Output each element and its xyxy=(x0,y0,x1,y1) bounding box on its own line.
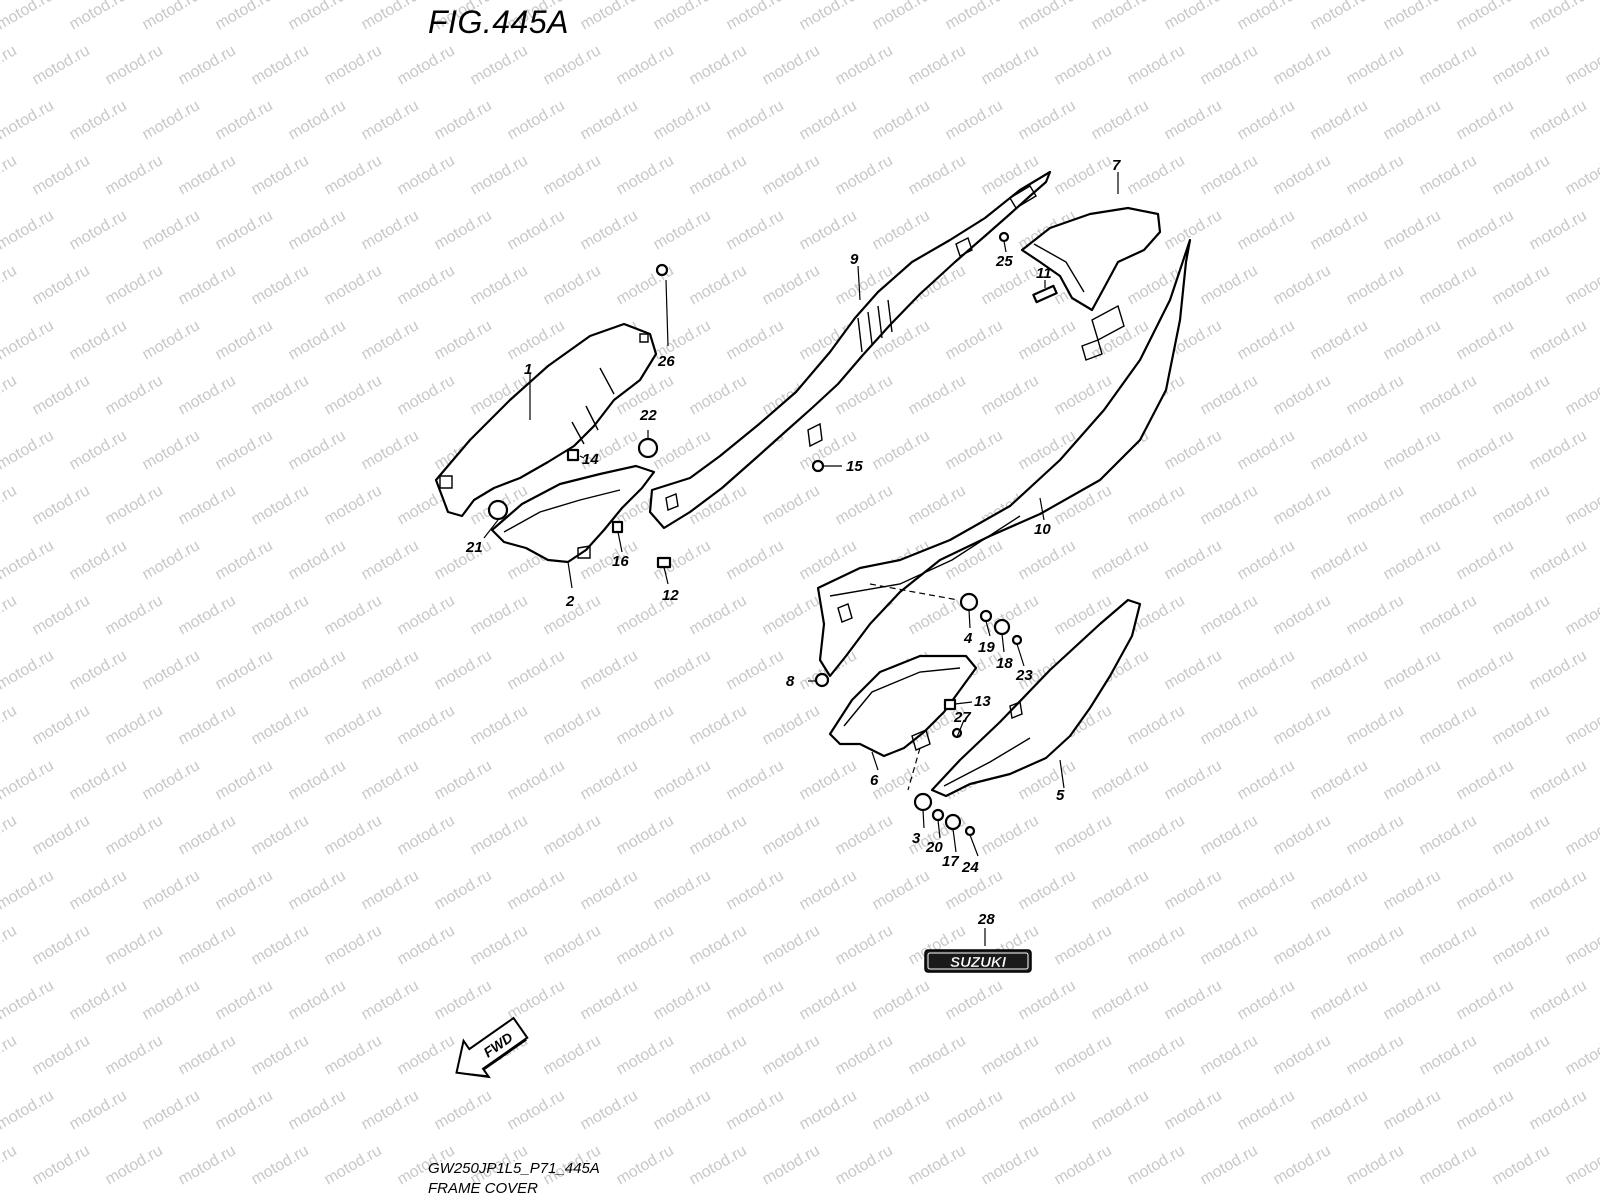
grommet-22[interactable] xyxy=(637,437,659,459)
washer-18[interactable] xyxy=(993,618,1011,636)
screw-25[interactable] xyxy=(998,231,1010,243)
part-28-emblem[interactable]: SUZUKI xyxy=(924,949,1032,973)
callout-8[interactable]: 8 xyxy=(786,673,795,690)
collar-20[interactable] xyxy=(931,808,945,822)
part-10-side-rail[interactable] xyxy=(816,238,1192,678)
callout-2[interactable]: 2 xyxy=(565,593,575,610)
screw-26[interactable] xyxy=(655,263,669,277)
screw-24[interactable] xyxy=(964,825,976,837)
nut-16[interactable] xyxy=(611,520,624,534)
callout-17[interactable]: 17 xyxy=(942,853,959,870)
callout-6[interactable]: 6 xyxy=(870,772,879,789)
clip-12[interactable] xyxy=(656,556,672,569)
callout-10[interactable]: 10 xyxy=(1034,521,1051,538)
callout-23[interactable]: 23 xyxy=(1015,667,1033,684)
emblem-label: SUZUKI xyxy=(950,954,1007,971)
figure-code: GW250JP1L5_P71_445A xyxy=(428,1160,600,1177)
grommet-4[interactable] xyxy=(959,592,979,612)
callout-27[interactable]: 27 xyxy=(953,709,971,726)
callout-11[interactable]: 11 xyxy=(1036,265,1052,282)
callout-28[interactable]: 28 xyxy=(977,911,995,928)
figure-title: FIG.445A xyxy=(428,4,569,40)
callout-7[interactable]: 7 xyxy=(1112,157,1121,174)
callout-26[interactable]: 26 xyxy=(657,353,675,370)
callout-9[interactable]: 9 xyxy=(850,251,859,268)
clip-14[interactable] xyxy=(566,448,580,462)
collar-19[interactable] xyxy=(979,609,993,623)
part-9-rail[interactable] xyxy=(648,170,1052,530)
nut-15[interactable] xyxy=(811,459,825,473)
callouts: 1 2 3 4 5 6 7 8 9 10 11 12 13 14 15 16 1… xyxy=(465,157,1121,928)
callout-12[interactable]: 12 xyxy=(662,587,679,604)
callout-14[interactable]: 14 xyxy=(582,451,599,468)
callout-18[interactable]: 18 xyxy=(996,655,1013,672)
callout-3[interactable]: 3 xyxy=(912,830,921,847)
nut-8[interactable] xyxy=(814,672,830,688)
callout-25[interactable]: 25 xyxy=(995,253,1013,270)
callout-24[interactable]: 24 xyxy=(961,859,979,876)
figure-name: FRAME COVER xyxy=(428,1180,539,1197)
callout-21[interactable]: 21 xyxy=(465,539,483,556)
leader-lines xyxy=(483,172,1119,946)
assembly-lines xyxy=(869,583,959,791)
callout-5[interactable]: 5 xyxy=(1056,787,1065,804)
callout-1[interactable]: 1 xyxy=(524,361,532,378)
callout-13[interactable]: 13 xyxy=(974,693,991,710)
part-5-side-cover[interactable] xyxy=(930,598,1142,798)
grommet-3[interactable] xyxy=(913,792,933,812)
part-7-rear-cover[interactable] xyxy=(1020,206,1162,312)
callout-19[interactable]: 19 xyxy=(978,639,995,656)
forward-arrow-icon: FWD xyxy=(455,1016,529,1079)
cushion-11[interactable] xyxy=(1032,284,1058,304)
grommet-21[interactable] xyxy=(487,499,509,521)
screw-23[interactable] xyxy=(1011,634,1023,646)
hardware-items xyxy=(487,231,1058,837)
callout-4[interactable]: 4 xyxy=(963,630,973,647)
part-1-front-cover[interactable] xyxy=(434,322,658,518)
callout-22[interactable]: 22 xyxy=(639,407,657,424)
clip-13[interactable] xyxy=(943,698,957,711)
callout-16[interactable]: 16 xyxy=(612,553,629,570)
callout-20[interactable]: 20 xyxy=(925,839,943,856)
washer-17[interactable] xyxy=(944,813,962,831)
callout-15[interactable]: 15 xyxy=(846,458,863,475)
part-2-lower-cover[interactable] xyxy=(490,464,656,564)
